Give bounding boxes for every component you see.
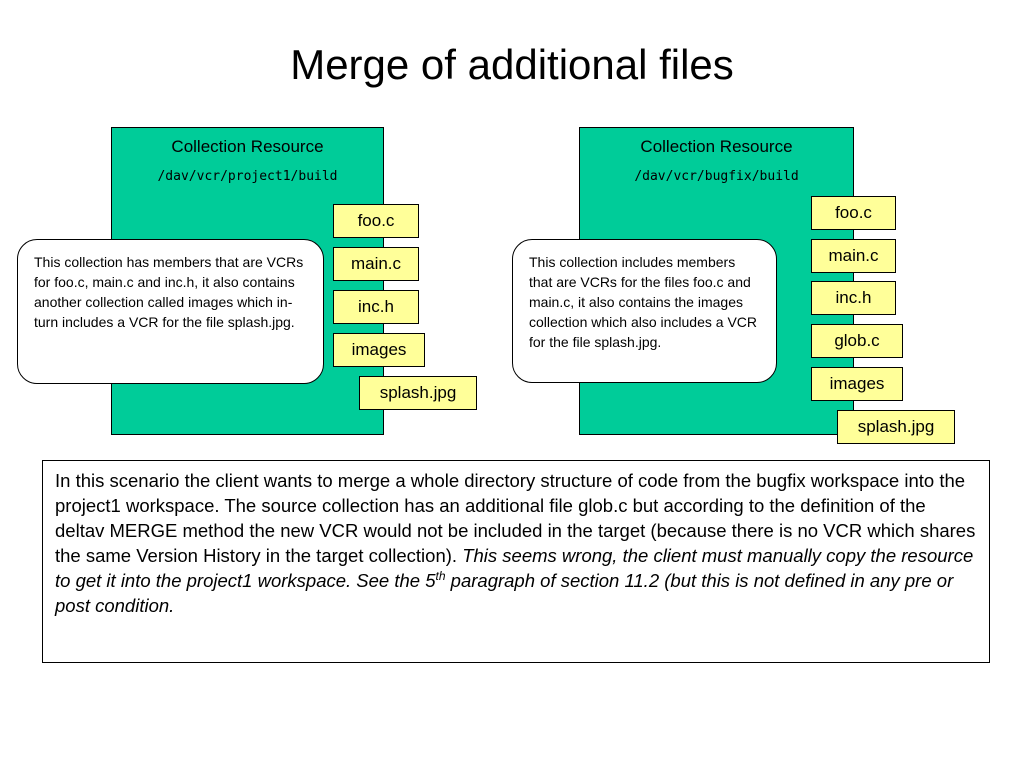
scenario-italic-text-end: paragraph of section 11.2 (but this is n… [55,570,954,616]
file-splash-jpg: splash.jpg [359,376,477,410]
file-main-c: main.c [811,239,896,273]
collection-heading: Collection Resource [171,137,324,156]
file-glob-c: glob.c [811,324,903,358]
file-images: images [811,367,903,401]
project1-callout: This collection has members that are VCR… [17,239,324,384]
slide-title: Merge of additional files [290,41,734,88]
file-foo-c: foo.c [333,204,419,238]
file-inc-h: inc.h [811,281,896,315]
file-images: images [333,333,425,367]
collection-heading: Collection Resource [640,137,793,156]
scenario-italic-text: This seems wrong, the client must manual… [55,545,974,591]
scenario-text-box: In this scenario the client wants to mer… [42,460,990,663]
file-splash-jpg: splash.jpg [837,410,955,444]
file-main-c: main.c [333,247,419,281]
collection-path: /dav/vcr/project1/build [157,169,338,184]
ordinal-superscript: th [435,568,446,583]
collection-path: /dav/vcr/bugfix/build [634,169,799,184]
bugfix-callout: This collection includes members that ar… [512,239,777,383]
file-inc-h: inc.h [333,290,419,324]
scenario-plain-text: In this scenario the client wants to mer… [55,470,976,566]
file-foo-c: foo.c [811,196,896,230]
